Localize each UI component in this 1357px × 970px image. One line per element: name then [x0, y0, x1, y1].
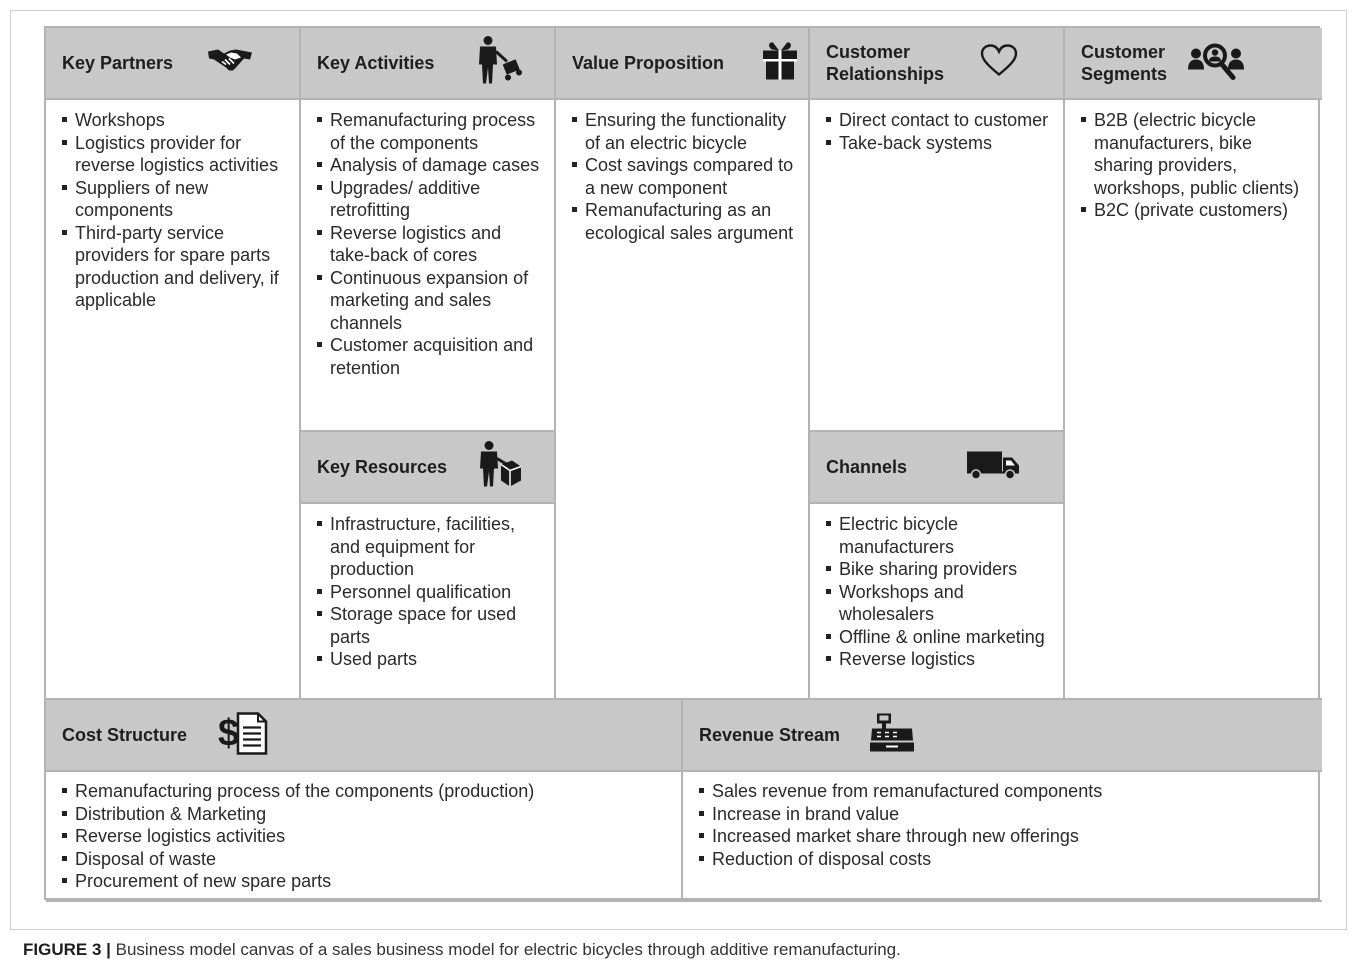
list-item: B2C (private customers) [1081, 199, 1312, 222]
customer-segments-title-line2: Segments [1081, 64, 1168, 84]
gift-icon [762, 41, 798, 86]
svg-text:$: $ [218, 713, 239, 755]
key-resources-title: Key Resources [317, 457, 448, 477]
list-item: Procurement of new spare parts [62, 870, 671, 893]
dollar-document-icon: $ [218, 710, 270, 761]
channels-header: Channels [810, 432, 1065, 504]
business-model-canvas: Key Partners Workshops Logistics provide… [44, 26, 1322, 902]
customer-segments-title: Customer Segments [1081, 41, 1167, 85]
worker-with-box-icon [477, 441, 523, 494]
value-proposition-header: Value Proposition [556, 28, 810, 100]
list-item: Reduction of disposal costs [699, 848, 1312, 871]
key-resources-list: Infrastructure, facilities, and equipmen… [317, 513, 544, 671]
list-item: Continuous expansion of marketing and sa… [317, 267, 544, 335]
list-item: Bike sharing providers [826, 558, 1053, 581]
handshake-icon [206, 46, 254, 81]
list-item: Increased market share through new offer… [699, 825, 1312, 848]
key-activities-list: Remanufacturing process of the component… [317, 109, 544, 379]
list-item: Infrastructure, facilities, and equipmen… [317, 513, 544, 581]
cash-register-icon [869, 713, 915, 758]
list-item: Reverse logistics activities [62, 825, 671, 848]
key-partners-title: Key Partners [62, 53, 174, 73]
cost-structure-body: Remanufacturing process of the component… [46, 772, 683, 902]
figure-frame [10, 10, 1347, 930]
list-item: Personnel qualification [317, 581, 544, 604]
worker-with-cart-icon [473, 36, 525, 91]
customer-relationships-title-line1: Customer [826, 42, 911, 62]
list-item: Cost savings compared to a new component [572, 154, 798, 199]
list-item: Take-back systems [826, 132, 1053, 155]
list-item: Direct contact to customer [826, 109, 1053, 132]
cost-structure-list: Remanufacturing process of the component… [62, 780, 671, 893]
revenue-stream-body: Sales revenue from remanufactured compon… [683, 772, 1322, 902]
list-item: Increase in brand value [699, 803, 1312, 826]
list-item: Third-party service providers for spare … [62, 222, 289, 312]
list-item: Workshops and wholesalers [826, 581, 1053, 626]
value-proposition-list: Ensuring the functionality of an electri… [572, 109, 798, 244]
list-item: Electric bicycle manufacturers [826, 513, 1053, 558]
cost-structure-header: Cost Structure $ [46, 700, 683, 772]
channels-list: Electric bicycle manufacturers Bike shar… [826, 513, 1053, 671]
list-item: Storage space for used parts [317, 603, 544, 648]
customer-relationships-body: Direct contact to customer Take-back sys… [810, 100, 1065, 432]
key-partners-header: Key Partners [46, 28, 301, 100]
key-activities-header: Key Activities [301, 28, 556, 100]
channels-body: Electric bicycle manufacturers Bike shar… [810, 504, 1065, 700]
customer-segments-header: Customer Segments [1065, 28, 1322, 100]
figure-label: FIGURE 3 | [23, 940, 111, 959]
figure-caption: FIGURE 3 | Business model canvas of a sa… [23, 940, 901, 960]
list-item: Suppliers of new components [62, 177, 289, 222]
list-item: Distribution & Marketing [62, 803, 671, 826]
key-partners-list: Workshops Logistics provider for reverse… [62, 109, 289, 312]
channels-title: Channels [826, 457, 908, 477]
list-item: Reverse logistics and take-back of cores [317, 222, 544, 267]
key-activities-body: Remanufacturing process of the component… [301, 100, 556, 432]
customer-segments-title-line1: Customer [1081, 42, 1166, 62]
truck-icon [966, 450, 1020, 485]
revenue-stream-header: Revenue Stream [683, 700, 1322, 772]
customer-segments-body: B2B (electric bicycle manufacturers, bik… [1065, 100, 1322, 700]
revenue-stream-list: Sales revenue from remanufactured compon… [699, 780, 1312, 870]
list-item: Upgrades/ additive retrofitting [317, 177, 544, 222]
list-item: Reverse logistics [826, 648, 1053, 671]
list-item: B2B (electric bicycle manufacturers, bik… [1081, 109, 1312, 199]
list-item: Remanufacturing process of the component… [62, 780, 671, 803]
customer-relationships-header: Customer Relationships [810, 28, 1065, 100]
list-item: Workshops [62, 109, 289, 132]
list-item: Offline & online marketing [826, 626, 1053, 649]
customer-segments-list: B2B (electric bicycle manufacturers, bik… [1081, 109, 1312, 222]
revenue-stream-title: Revenue Stream [699, 725, 841, 745]
list-item: Remanufacturing as an ecological sales a… [572, 199, 798, 244]
list-item: Used parts [317, 648, 544, 671]
key-partners-body: Workshops Logistics provider for reverse… [46, 100, 301, 700]
list-item: Ensuring the functionality of an electri… [572, 109, 798, 154]
people-search-icon [1187, 40, 1245, 87]
list-item: Logistics provider for reverse logistics… [62, 132, 289, 177]
list-item: Customer acquisition and retention [317, 334, 544, 379]
cost-structure-title: Cost Structure [62, 725, 188, 745]
list-item: Sales revenue from remanufactured compon… [699, 780, 1312, 803]
value-proposition-title: Value Proposition [572, 53, 725, 73]
key-resources-header: Key Resources [301, 432, 556, 504]
key-activities-title: Key Activities [317, 53, 435, 73]
caption-text: Business model canvas of a sales busines… [115, 940, 901, 959]
value-proposition-body: Ensuring the functionality of an electri… [556, 100, 810, 700]
heart-icon [980, 44, 1018, 83]
list-item: Disposal of waste [62, 848, 671, 871]
key-resources-body: Infrastructure, facilities, and equipmen… [301, 504, 556, 700]
list-item: Analysis of damage cases [317, 154, 544, 177]
list-item: Remanufacturing process of the component… [317, 109, 544, 154]
customer-relationships-title-line2: Relationships [826, 64, 945, 84]
customer-relationships-title: Customer Relationships [826, 41, 944, 85]
customer-relationships-list: Direct contact to customer Take-back sys… [826, 109, 1053, 154]
